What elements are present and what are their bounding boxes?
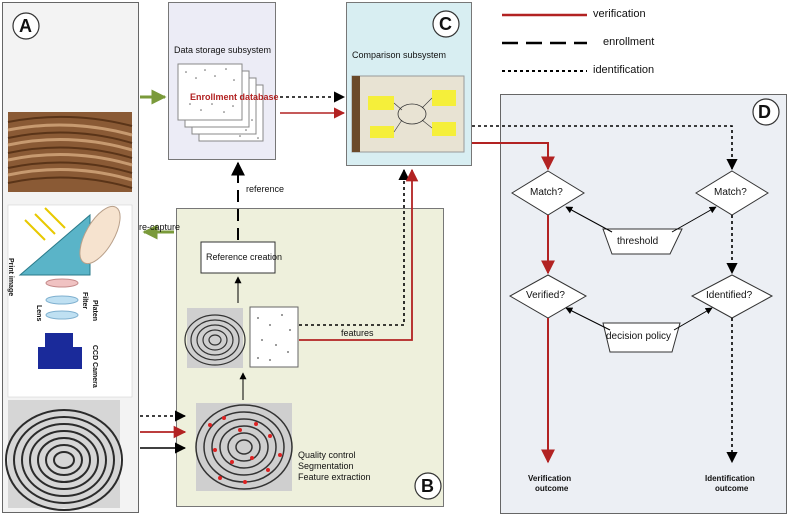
legend-enrollment-label: enrollment [603,36,655,48]
reference-creation-box [200,241,276,274]
panel-c-letter: C [439,14,452,34]
verified-label: Verified? [526,290,565,301]
skin-photo [7,112,133,192]
panel-a-letter: A [19,16,32,36]
decision-policy-label: decision policy [606,331,672,342]
threshold-label: threshold [617,236,659,247]
optical-sensor-diagram [7,204,133,398]
legend-verification-label: verification [593,8,646,20]
verification-outcome-line2: outcome [535,484,569,493]
recapture-label: re-capture [139,222,181,232]
identification-flow-top [472,125,738,171]
fingerprint-image [5,400,123,511]
panel-a-circle [12,12,40,40]
features-flow-dotted [299,168,410,326]
database-sheets [177,63,264,142]
threshold-box [602,228,683,255]
step-segmentation: Segmentation [298,461,354,471]
reference-label: reference [246,184,285,194]
data-storage-title: Data storage subsystem [174,45,272,55]
legend-identification-label: identification [593,64,655,76]
panel-b-circle [414,472,442,500]
sensor-label-print-image: Print image [7,258,14,297]
decision-policy-box [602,322,681,353]
comparison-illustration [351,75,465,153]
panel-d-circle [752,98,780,126]
enrollment-fingerprint [184,308,246,368]
panel-c-circle [432,10,460,38]
identified-label: Identified? [706,290,753,301]
sensor-label-camera: CCD Camera [91,345,98,388]
identification-outcome-line1: Identification [705,474,755,483]
match-left-label: Match? [530,187,563,198]
comparison-title: Comparison subsystem [352,50,447,60]
panel-b-letter: B [421,476,434,496]
sensor-label-filter: Filter [81,292,88,310]
step-feature-extraction: Feature extraction [298,472,371,482]
enrollment-database-label: Enrollment database [190,92,279,102]
match-right-label: Match? [714,187,747,198]
features-sheet [249,306,299,368]
reference-creation-label: Reference creation [206,252,283,262]
identification-outcome-line2: outcome [715,484,749,493]
sensor-label-platen: Platen [91,300,98,322]
sensor-label-lens: Lens [35,305,42,322]
panel-d-letter: D [758,102,771,122]
verification-flow-top [472,142,555,171]
features-label: features [341,328,374,338]
step-quality-control: Quality control [298,450,356,460]
processed-fingerprint [195,403,293,491]
verification-outcome-line1: Verification [528,474,572,483]
features-flow-red [299,168,419,341]
